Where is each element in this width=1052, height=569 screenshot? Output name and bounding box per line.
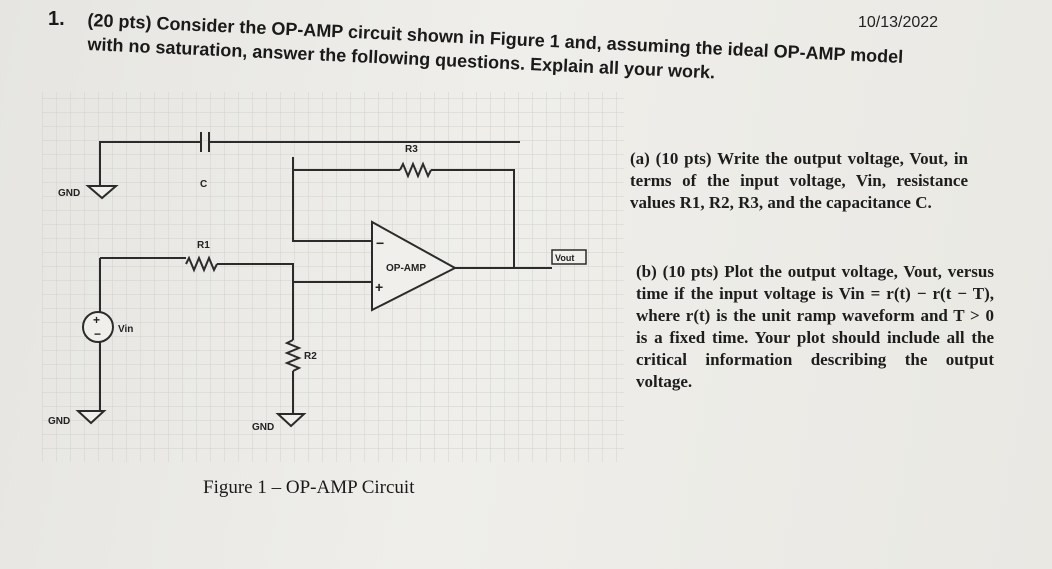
opamp-symbol xyxy=(371,220,458,312)
wire-gnd-to-cap xyxy=(99,141,200,186)
gnd-label-bottom: GND xyxy=(252,422,274,433)
part-a-text: (a) (10 pts) Write the output voltage, V… xyxy=(630,149,968,212)
question-number: 1. xyxy=(48,8,65,30)
r1-label: R1 xyxy=(197,240,210,251)
voltage-source-icon xyxy=(82,311,114,343)
r3-resistor xyxy=(399,161,432,179)
source-label: Vin xyxy=(118,324,133,335)
source-plus-sign: + xyxy=(93,313,100,327)
wire-inverting-input xyxy=(292,157,372,242)
wire-r1-right xyxy=(217,263,372,283)
r2-label: R2 xyxy=(304,351,317,362)
r3-label: R3 xyxy=(405,144,418,155)
grid-background xyxy=(42,92,624,462)
part-b-text: (b) (10 pts) Plot the output voltage, Vo… xyxy=(636,262,994,391)
r2-resistor xyxy=(284,339,302,372)
ground-icon-top xyxy=(85,185,119,200)
gnd-label-top: GND xyxy=(58,188,80,199)
gnd-label-left: GND xyxy=(48,416,70,427)
date-text: 10/13/2022 xyxy=(858,14,939,31)
figure-caption: Figure 1 – OP-AMP Circuit xyxy=(203,477,415,498)
r1-resistor xyxy=(185,255,218,273)
vout-box xyxy=(551,249,587,265)
capacitor-label: C xyxy=(200,179,207,190)
opamp-label: OP-AMP xyxy=(386,263,426,274)
opamp-minus-sign: − xyxy=(376,235,384,251)
ground-icon-left xyxy=(75,410,107,425)
wire-r3-right xyxy=(431,169,515,268)
vout-label: Vout xyxy=(555,253,574,263)
ground-icon-bottom xyxy=(275,413,307,428)
source-minus-sign: − xyxy=(94,327,101,341)
opamp-plus-sign: + xyxy=(375,279,383,295)
